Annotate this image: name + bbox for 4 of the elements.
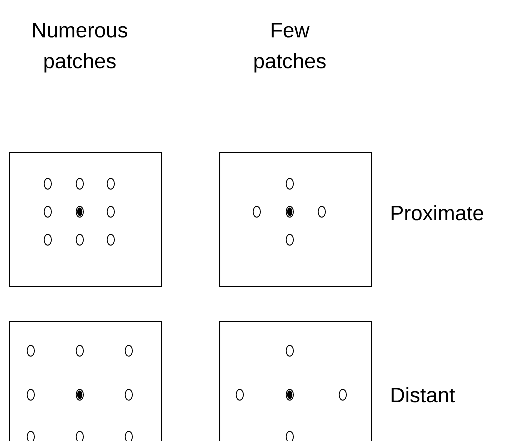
text-label: Distant <box>392 387 456 403</box>
text-label: Numerous patches <box>33 23 128 73</box>
text-label: Proximate <box>392 205 484 221</box>
text-label: Few patches <box>254 23 326 73</box>
